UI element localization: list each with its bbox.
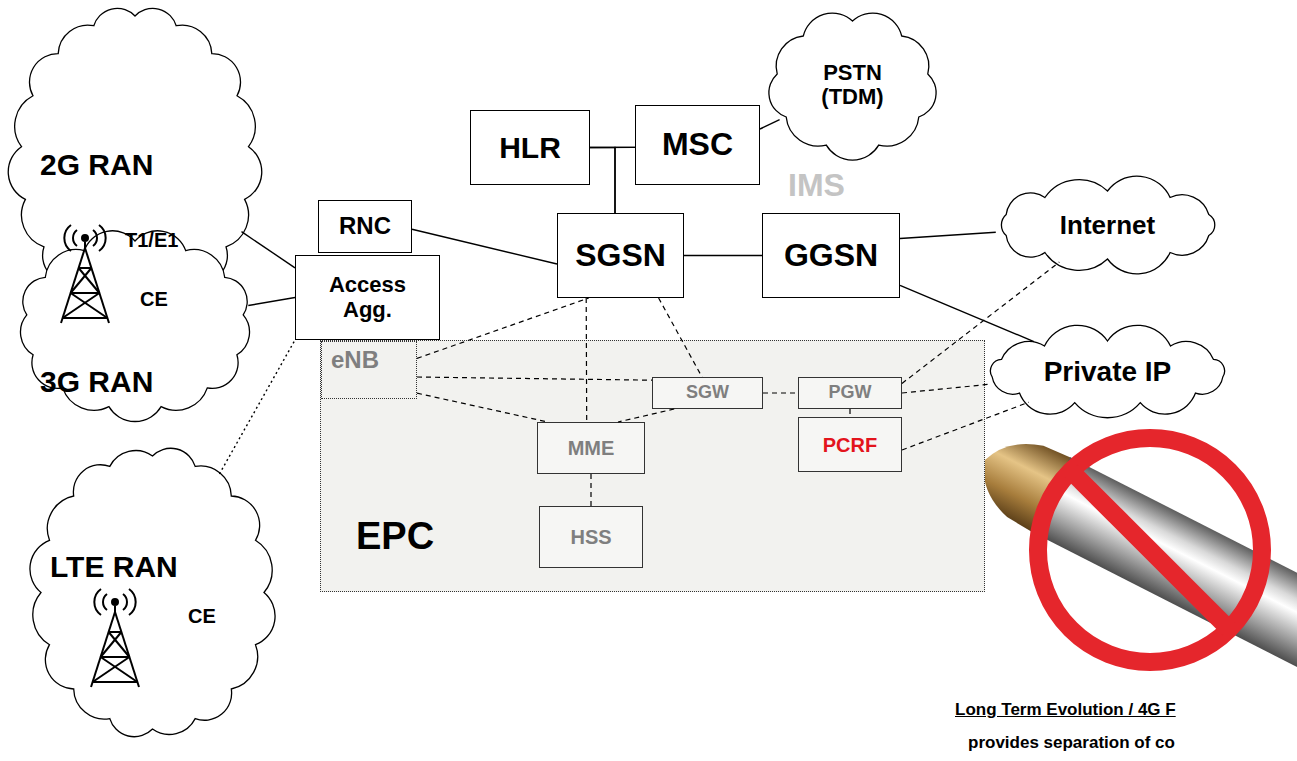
cloud-label: T1/E1 [125,229,178,251]
cloud-shape [30,448,275,736]
node-label: eNB [331,347,407,373]
prohibition-ring [1038,438,1262,662]
node-box: HSS [539,506,643,568]
node-box: SGSN [557,213,684,298]
cloud-label: CE [188,605,216,627]
bullet-shape [965,423,1297,669]
node-label: MSC [662,127,733,162]
cloud-label: 2G RAN [40,148,153,181]
node-label: SGSN [575,238,666,273]
node-box: MSC [635,105,760,185]
cloud-node: LTE RAN CE [25,440,280,745]
node-box: eNB [321,341,417,399]
slide-note: provides separation of co [968,733,1175,753]
node-box: RNC [318,200,412,253]
node-box: GGSN [762,213,900,298]
link-line [590,148,615,214]
cloud-shape [20,231,249,422]
node-box: PCRF [798,417,902,472]
link-line [760,120,780,129]
cloud-node: PSTN (TDM) [760,5,945,165]
prohibition-slash [1071,471,1229,629]
link-line [900,232,996,238]
region-title: EPC [356,516,434,558]
node-label: HSS [570,526,611,548]
cloud-label: CE [140,288,168,310]
node-label: PCRF [823,434,877,456]
cloud-shape [1001,176,1214,274]
slide-note: Long Term Evolution / 4G F [955,700,1176,720]
node-box: Access Agg. [295,255,440,340]
cloud-label: 3G RAN [40,365,153,398]
node-label: SGW [686,383,729,403]
cloud-outline [25,440,280,745]
link-line [242,232,296,268]
node-label: GGSN [784,238,878,273]
cloud-label: LTE RAN [50,550,178,583]
node-box: PGW [798,377,902,409]
node-label: RNC [339,213,391,239]
grey-tag: IMS [788,167,845,204]
cloud-label: Private IP [1044,357,1172,388]
cloud-shape [990,325,1224,417]
cloud-shape [769,13,936,160]
region-box: EPC eNB SGW PGW MME PCRF HSS [320,340,985,592]
node-box: HLR [470,110,590,185]
node-label: PGW [829,383,872,403]
cloud-label: Internet [1060,211,1155,240]
link-line [684,255,762,256]
link-line [248,298,295,306]
node-label: HLR [499,131,561,164]
cloud-label: PSTN (TDM) [808,61,898,109]
node-label: MME [568,437,615,459]
node-box: MME [537,422,645,474]
cloud-node: CE 3G RAN [10,225,260,425]
link-line [615,147,635,213]
node-box: SGW [652,377,763,409]
node-label: Access Agg. [312,273,424,321]
cloud-node: Internet [985,175,1230,275]
cloud-node: Private IP [975,325,1240,420]
